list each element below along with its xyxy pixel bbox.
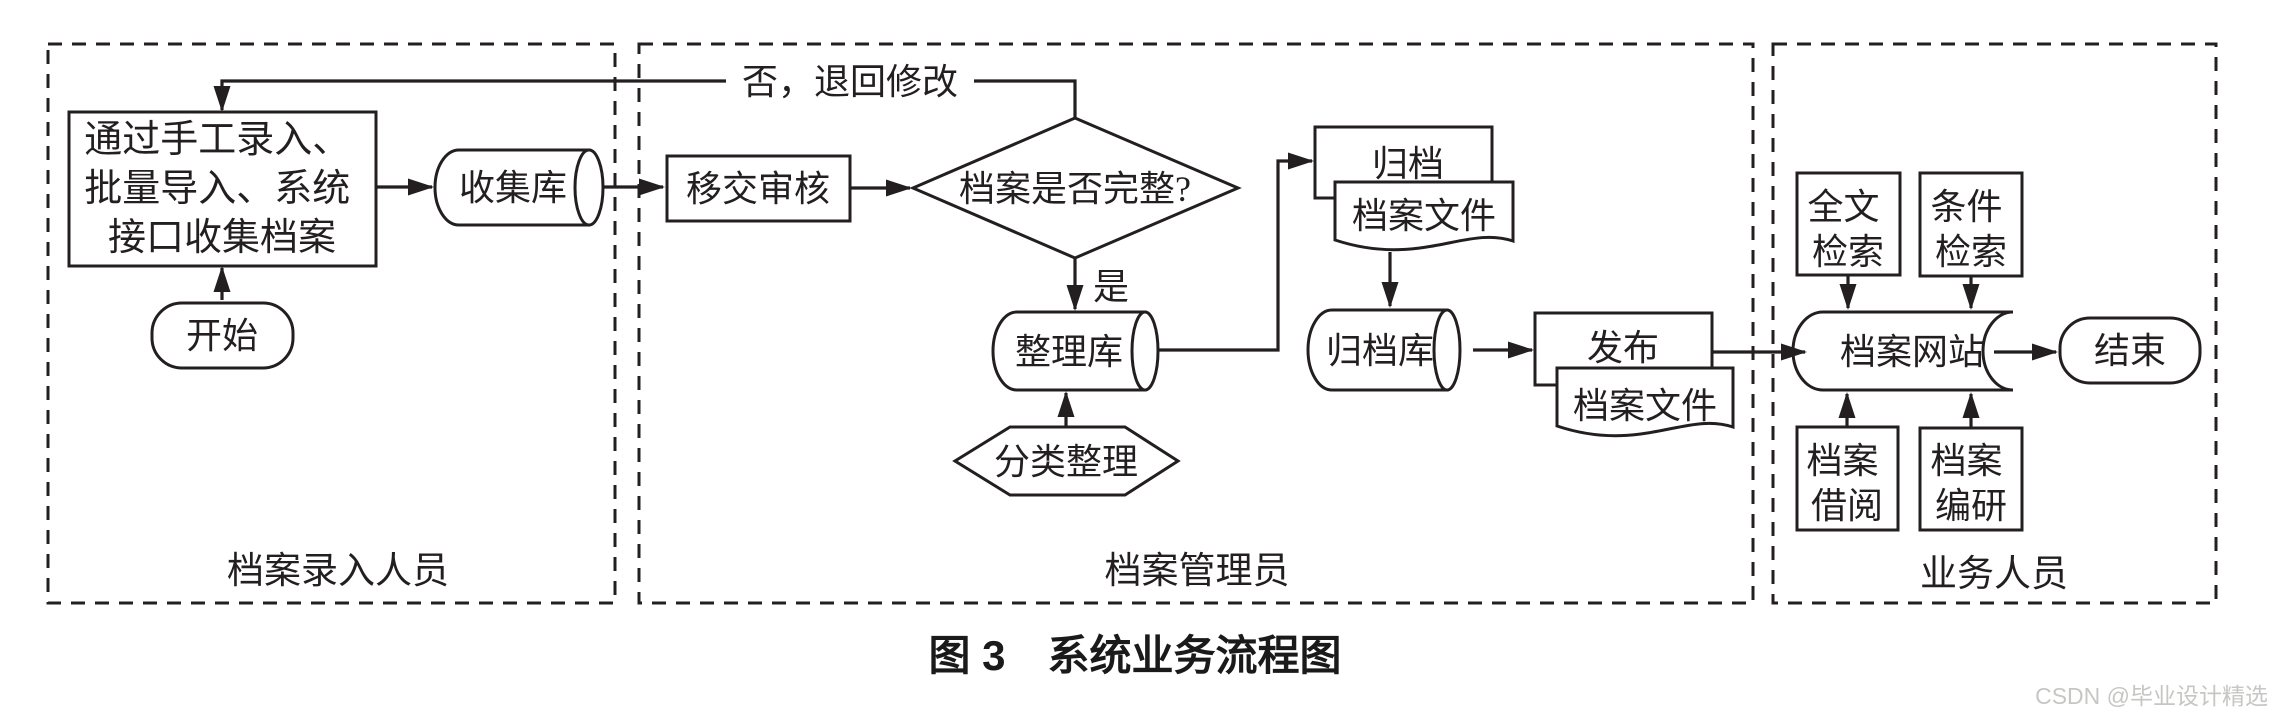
research-label: 档案 编研 <box>1930 441 2011 526</box>
lane-archive-entry-border <box>46 42 617 605</box>
lane-business-staff-label: 业务人员 <box>1920 554 2068 595</box>
lane-business-staff-border <box>1771 42 2218 605</box>
borrow-label: 档案 借阅 <box>1806 441 1887 526</box>
review-label: 移交审核 <box>686 169 830 209</box>
decision-label: 档案是否完整? <box>959 169 1191 209</box>
borrow-box <box>1795 425 1900 532</box>
publish-label: 发布 <box>1587 328 1659 368</box>
classify-hexagon <box>952 425 1181 497</box>
archive-document <box>1333 180 1515 252</box>
collect-process-box <box>67 110 378 268</box>
lane-archive-entry-label: 档案录入人员 <box>227 550 449 592</box>
archive-label: 归档 <box>1372 144 1444 184</box>
branch-yes-label: 是 <box>1093 267 1129 307</box>
website-stored-data <box>1791 310 2014 392</box>
website-label: 档案网站 <box>1840 332 1984 372</box>
archive-db-cylinder <box>1306 308 1462 392</box>
lane-archive-manager-label: 档案管理员 <box>1105 550 1290 592</box>
collect-db-label: 收集库 <box>459 168 567 208</box>
condition-search-label: 条件 检索 <box>1930 187 2011 272</box>
edge-decision-no-return <box>213 79 1077 118</box>
figure-caption: 图 3 系统业务流程图 <box>928 632 1341 679</box>
end-terminator <box>2058 316 2202 385</box>
research-box <box>1918 426 2024 532</box>
archive-db-label: 归档库 <box>1326 331 1434 371</box>
condition-search-box <box>1918 171 2024 278</box>
publish-doc-label: 档案文件 <box>1573 386 1717 426</box>
watermark: CSDN @毕业设计精选 <box>2035 683 2268 709</box>
fulltext-search-label: 全文 检索 <box>1807 187 1888 272</box>
organize-db-label: 整理库 <box>1015 332 1123 372</box>
lane-archive-manager-border <box>637 42 1755 605</box>
classify-label: 分类整理 <box>994 442 1138 482</box>
end-label: 结束 <box>2094 331 2166 371</box>
start-terminator <box>150 301 295 370</box>
branch-no-label: 否，退回修改 <box>742 62 958 102</box>
archive-doc-label: 档案文件 <box>1352 196 1496 236</box>
review-box <box>665 154 852 223</box>
no-label-backplate <box>726 59 974 103</box>
edge-organizedb-to-archive <box>1157 152 1314 352</box>
start-label: 开始 <box>186 316 258 356</box>
collect-process-label: 通过手工录入、 批量导入、系统 接口收集档案 <box>84 119 360 259</box>
publish-document <box>1555 366 1735 438</box>
